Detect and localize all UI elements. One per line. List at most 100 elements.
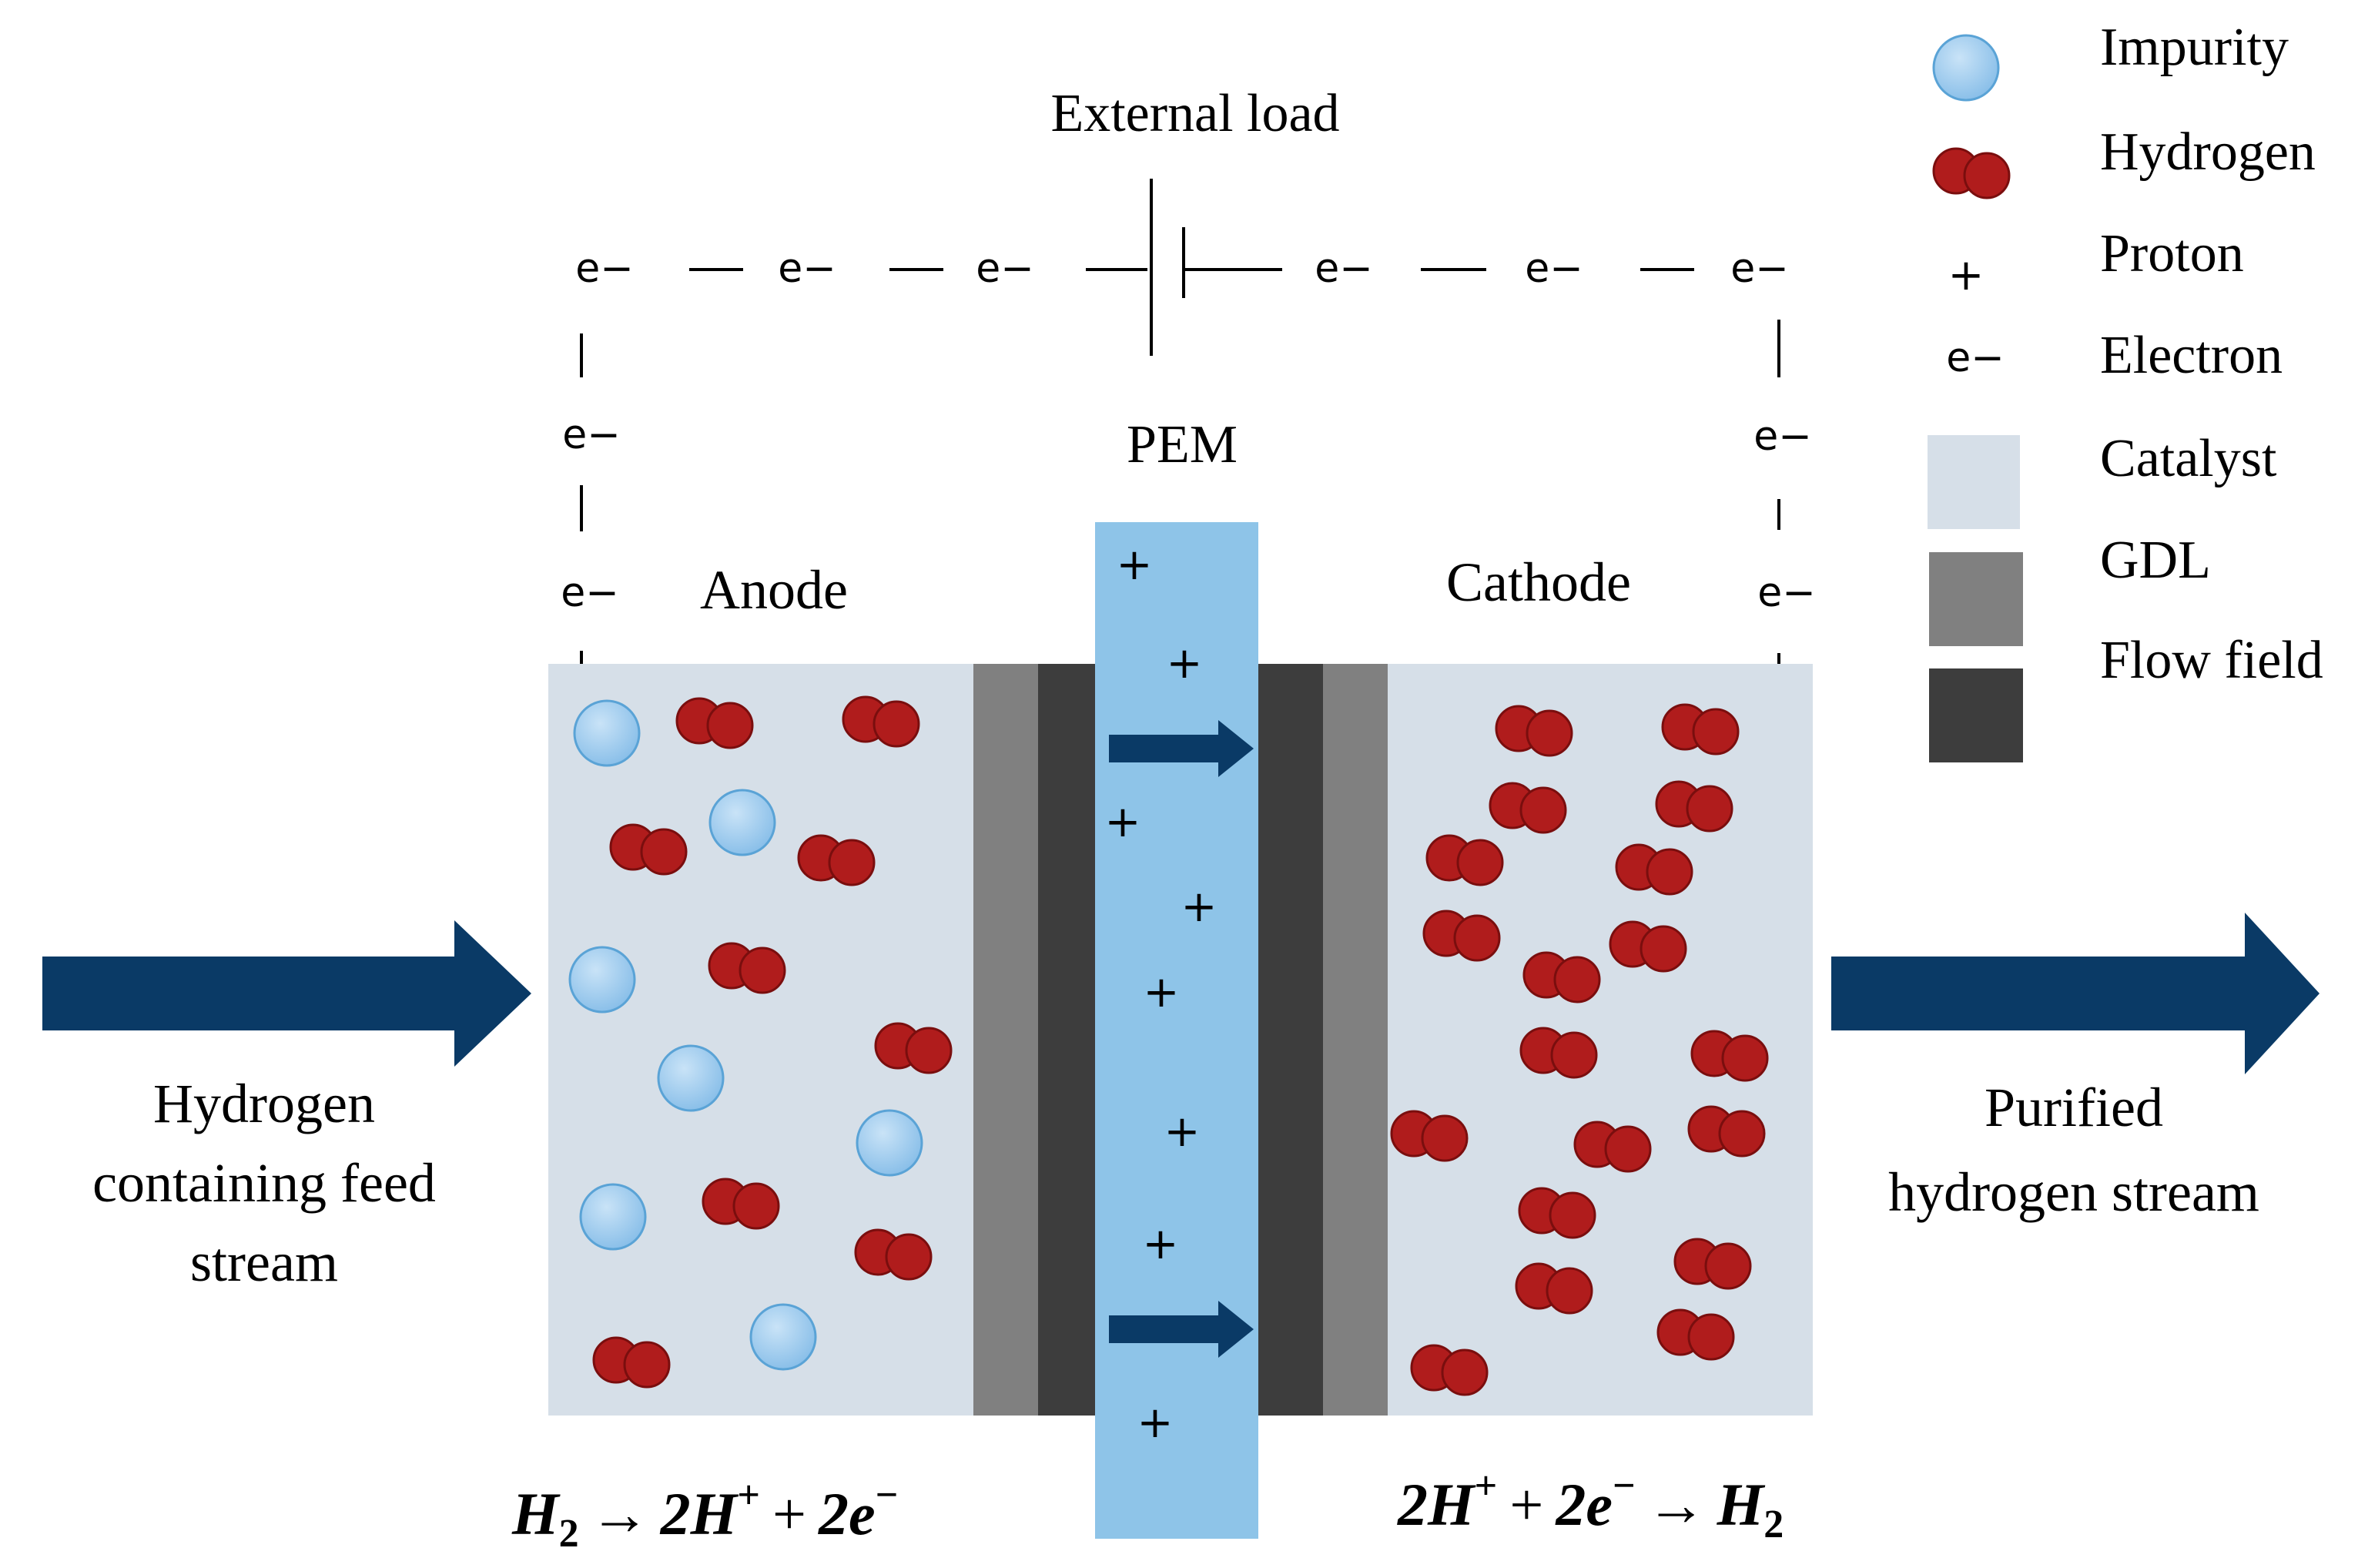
legend-electron-swatch: e−: [1946, 335, 2005, 381]
legend-proton-label: Proton: [2100, 224, 2244, 283]
legend-catalyst-swatch: [1928, 435, 2020, 529]
hydrogen-molecule: [1615, 843, 1693, 896]
hydrogen-molecule: [708, 942, 786, 994]
legend-gdl-label: GDL: [2100, 531, 2211, 590]
eq-arrow: →: [590, 1480, 650, 1547]
eq-subscript: 2: [559, 1512, 579, 1556]
electron-label: e−: [1753, 414, 1812, 460]
hydrogen-molecule: [1425, 834, 1504, 886]
legend-catalyst-label: Catalyst: [2100, 429, 2277, 488]
hydrogen-molecule: [1690, 1030, 1769, 1082]
impurity-particle: [579, 1183, 647, 1251]
impurity-particle: [749, 1303, 817, 1371]
hydrogen-molecule: [854, 1228, 933, 1281]
pem-arrows: [1109, 720, 1254, 1358]
hydrogen-molecule: [592, 1336, 671, 1389]
legend: + e− Impurity Hydrogen Proton Electron C…: [1928, 18, 2323, 762]
electron-label: e−: [976, 246, 1034, 292]
pem-protons: + + + + + + + +: [1105, 540, 1218, 1448]
eq-symbol: 2H: [1397, 1471, 1476, 1538]
eq-plus: +: [1509, 1471, 1543, 1538]
impurity-particle: [708, 789, 776, 856]
proton-symbol: +: [1164, 1107, 1201, 1157]
proton-flow-arrow: [1109, 720, 1254, 777]
proton-symbol: +: [1181, 882, 1218, 932]
legend-proton-swatch: +: [1948, 250, 1985, 300]
eq-symbol: 2e: [1555, 1471, 1613, 1538]
hydrogen-molecule: [675, 697, 754, 749]
eq-superscript: −: [876, 1473, 899, 1517]
legend-flow-field-swatch: [1929, 668, 2023, 762]
hydrogen-molecule: [702, 1178, 780, 1230]
external-load-label: External load: [1050, 84, 1339, 143]
proton-flow-arrow: [1109, 1301, 1254, 1358]
legend-hydrogen-label: Hydrogen: [2100, 122, 2316, 182]
external-circuit: [580, 179, 1780, 664]
electron-label: e−: [1730, 246, 1789, 292]
hydrogen-molecule: [1655, 780, 1733, 833]
hydrogen-molecule: [1687, 1105, 1766, 1158]
cathode-particles: [1390, 703, 1769, 1396]
impurity-particle: [657, 1044, 725, 1112]
hydrogen-molecule: [1656, 1308, 1735, 1361]
proton-symbol: +: [1143, 1219, 1179, 1269]
proton-symbol: +: [1144, 967, 1180, 1017]
hydrogen-molecule: [1390, 1110, 1469, 1162]
eq-subscript: 2: [1763, 1503, 1784, 1546]
anode-gdl: [973, 664, 1038, 1416]
eq-plus: +: [772, 1480, 806, 1547]
purified-label-line2: hydrogen stream: [1888, 1161, 2259, 1223]
feed-arrow: [42, 920, 531, 1067]
electron-label: e−: [1525, 246, 1583, 292]
eq-arrow: →: [1646, 1471, 1707, 1538]
hydrogen-molecule: [609, 823, 688, 876]
hydrogen-molecule: [1515, 1262, 1593, 1315]
pem-label: PEM: [1127, 415, 1238, 474]
impurity-particle: [856, 1109, 923, 1177]
legend-gdl-swatch: [1929, 552, 2023, 646]
hydrogen-molecule: [1422, 910, 1501, 962]
proton-symbol: +: [1137, 1398, 1174, 1448]
hydrogen-molecule: [1573, 1121, 1652, 1173]
eq-superscript: +: [1475, 1464, 1498, 1508]
anode-flow-field: [1038, 664, 1095, 1416]
hydrogen-molecule: [1522, 951, 1601, 1003]
feed-label-line2: containing feed: [92, 1152, 436, 1214]
eq-superscript: −: [1613, 1464, 1636, 1508]
anode-label: Anode: [700, 559, 848, 621]
electron-label: e−: [778, 246, 836, 292]
eq-symbol: H: [511, 1480, 561, 1547]
anode-equation: H2→2H++2e−: [511, 1473, 898, 1556]
eq-symbol: 2e: [818, 1480, 876, 1547]
legend-electron-label: Electron: [2100, 326, 2283, 385]
hydrogen-molecule: [842, 695, 920, 748]
proton-symbol: +: [1105, 797, 1141, 847]
proton-symbol: +: [1117, 540, 1153, 590]
eq-superscript: +: [737, 1473, 760, 1517]
cathode-equation: 2H++2e−→H2: [1397, 1464, 1784, 1546]
hydrogen-molecule: [797, 834, 876, 886]
electron-label: e−: [575, 246, 634, 292]
hydrogen-molecule: [1518, 1187, 1596, 1239]
hydrogen-molecule: [1661, 703, 1740, 756]
electron-label: e−: [561, 570, 619, 616]
impurity-particle: [573, 699, 641, 767]
feed-label-line1: Hydrogen: [153, 1073, 375, 1134]
legend-impurity-swatch: [1932, 34, 2000, 102]
purified-label-line1: Purified: [1985, 1077, 2163, 1138]
circuit-electrons: e− e− e− e− e− e− e− e− e− e−: [561, 246, 1816, 616]
legend-impurity-label: Impurity: [2100, 18, 2289, 77]
feed-label-line3: stream: [190, 1231, 338, 1293]
cell: [548, 522, 1813, 1539]
legend-hydrogen-swatch: [1932, 147, 2011, 199]
cathode-gdl: [1323, 664, 1388, 1416]
impurity-particle: [568, 946, 636, 1014]
hydrogen-molecule: [1495, 705, 1573, 757]
proton-symbol: +: [1167, 638, 1203, 689]
electron-label: e−: [562, 412, 621, 458]
pem-membrane: [1095, 522, 1258, 1539]
cathode-label: Cathode: [1446, 551, 1631, 613]
anode-particles: [568, 695, 953, 1389]
hydrogen-molecule: [1489, 782, 1567, 834]
